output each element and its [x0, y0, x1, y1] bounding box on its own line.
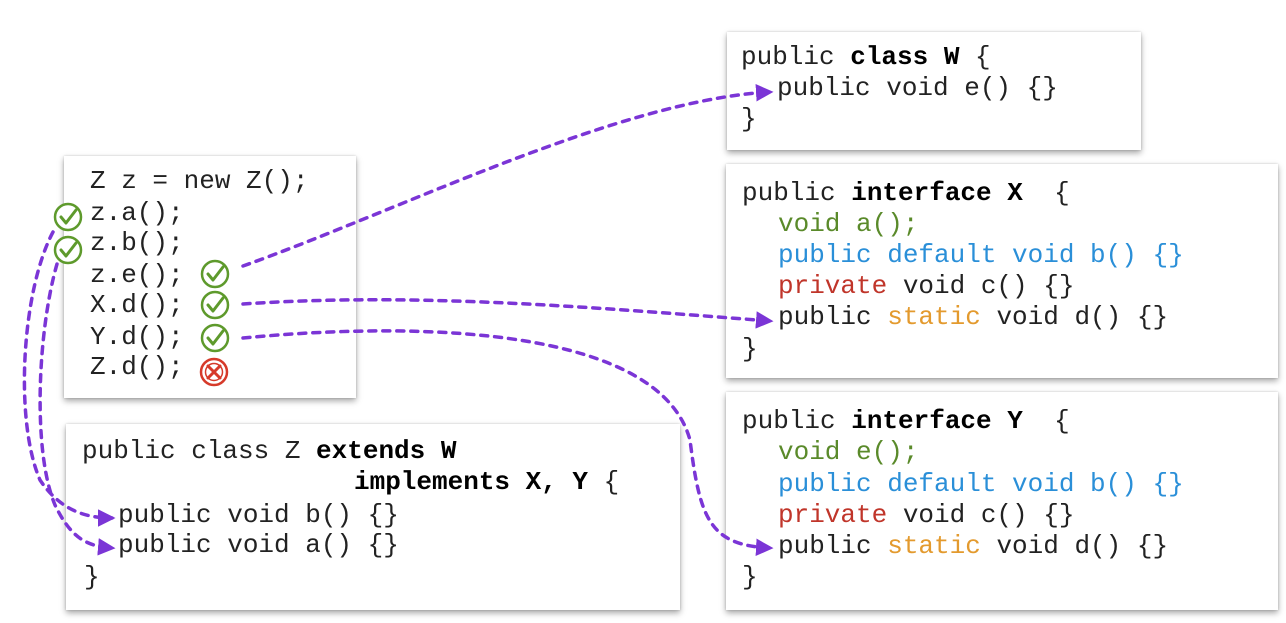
interface-x-c-rest: void c() {} [887, 271, 1075, 301]
usage-line-5: X.d(); [90, 290, 184, 320]
interface-x-private-kw: private [778, 271, 888, 301]
usage-line-7: Z.d(); [90, 352, 184, 382]
interface-y-method-e: void e(); [778, 437, 919, 467]
class-z-extends: extends W [316, 436, 457, 466]
interface-y-method-c: private void c() {} [778, 500, 1074, 531]
usage-code-box: Z z = new Z(); z.a(); z.b(); z.e(); X.d(… [64, 156, 356, 398]
usage-line-1: Z z = new Z(); [90, 166, 309, 196]
class-z-open-brace: { [588, 467, 620, 497]
class-z-box: public class Z extends W implements X, Y… [66, 424, 680, 610]
class-w-public: public [741, 42, 851, 72]
interface-y-public: public [742, 406, 852, 436]
interface-x-close: } [742, 334, 758, 364]
usage-line-3: z.b(); [90, 228, 184, 258]
interface-x-static-kw: static [887, 302, 981, 332]
interface-y-method-b: public default void b() {} [778, 469, 1184, 499]
class-z-implements: implements X, Y [354, 467, 589, 497]
interface-x-method-d: public static void d() {} [778, 302, 1168, 333]
interface-x-method-b: public default void b() {} [778, 240, 1184, 270]
interface-y-d-rest: void d() {} [980, 531, 1169, 561]
interface-y-static-kw: static [887, 531, 981, 561]
class-z-decl: public class Z [82, 436, 317, 466]
interface-x-method-a: void a(); [778, 209, 919, 239]
usage-line-4: z.e(); [90, 260, 184, 290]
class-w-close: } [741, 104, 757, 134]
interface-y-private-kw: private [778, 500, 888, 530]
class-w-line-1: public class W { [741, 42, 991, 73]
class-z-close: } [84, 562, 100, 592]
interface-y-c-rest: void c() {} [887, 500, 1075, 530]
interface-x-d-rest: void d() {} [980, 302, 1169, 332]
interface-x-open-brace: { [1022, 178, 1070, 208]
class-w-box: public class W { public void e() {} } [727, 32, 1141, 150]
interface-y-method-d: public static void d() {} [778, 531, 1168, 562]
interface-x-box: public interface X { void a(); public de… [726, 164, 1278, 378]
class-z-line-2: implements X, Y { [354, 467, 619, 498]
usage-line-6: Y.d(); [90, 322, 184, 352]
interface-x-name: interface X [851, 178, 1023, 208]
interface-x-public: public [742, 178, 852, 208]
usage-line-2: z.a(); [90, 198, 184, 228]
interface-x-d-public: public [778, 302, 888, 332]
class-z-line-1: public class Z extends W [82, 436, 456, 467]
interface-y-box: public interface Y { void e(); public de… [726, 392, 1278, 610]
interface-y-open-brace: { [1022, 406, 1070, 436]
class-z-method-a: public void a() {} [118, 530, 399, 560]
class-w-method-e: public void e() {} [777, 73, 1058, 103]
class-z-method-b: public void b() {} [118, 500, 399, 530]
interface-x-method-c: private void c() {} [778, 271, 1074, 302]
interface-y-close: } [742, 562, 758, 592]
interface-x-line-1: public interface X { [742, 178, 1070, 209]
interface-y-line-1: public interface Y { [742, 406, 1070, 437]
interface-y-name: interface Y [851, 406, 1023, 436]
class-w-open-brace: { [959, 42, 991, 72]
interface-y-d-public: public [778, 531, 888, 561]
class-w-name: class W [850, 42, 960, 72]
